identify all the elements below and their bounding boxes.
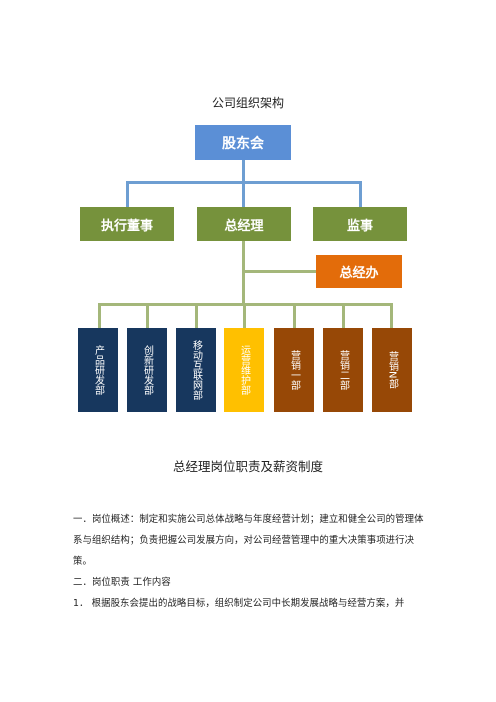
connector-line bbox=[98, 303, 101, 329]
connector-line bbox=[242, 160, 245, 182]
connector-line bbox=[242, 241, 245, 306]
connector-line bbox=[390, 303, 393, 329]
org-node-department: 营销N部 bbox=[372, 328, 412, 412]
paragraph: 一．岗位概述：制定和实施公司总体战略与年度经营计划；建立和健全公司的管理体系与组… bbox=[73, 514, 424, 567]
connector-line bbox=[242, 270, 316, 273]
connector-line bbox=[126, 181, 129, 208]
connector-line bbox=[242, 181, 245, 208]
connector-line bbox=[146, 303, 149, 329]
document-heading: 总经理岗位职责及薪资制度 bbox=[172, 459, 323, 474]
org-node-shareholders: 股东会 bbox=[195, 125, 291, 160]
org-node-department: 营销一部 bbox=[274, 328, 314, 412]
org-node-gm-office: 总经办 bbox=[316, 255, 402, 288]
org-node-department: 营销二部 bbox=[323, 328, 363, 412]
org-node-supervisor: 监事 bbox=[313, 207, 407, 241]
org-node-general-manager: 总经理 bbox=[197, 207, 291, 241]
org-chart-title: 公司组织架构 bbox=[211, 96, 284, 110]
paragraph: 二．岗位职责 工作内容 bbox=[73, 577, 171, 588]
org-node-department: 运营维护部 bbox=[224, 328, 264, 412]
org-node-department: 创新研发部 bbox=[127, 328, 167, 412]
connector-line bbox=[195, 303, 198, 329]
connector-line bbox=[342, 303, 345, 329]
org-node-executive-director: 执行董事 bbox=[80, 207, 174, 241]
connector-line bbox=[243, 303, 246, 329]
paragraph: 1． 根据股东会提出的战略目标，组织制定公司中长期发展战略与经营方案，并 bbox=[73, 598, 405, 609]
org-node-department: 移动互联网部 bbox=[176, 328, 216, 412]
connector-line bbox=[359, 181, 362, 208]
connector-line bbox=[293, 303, 296, 329]
org-node-department: 产品研发部 bbox=[78, 328, 118, 412]
